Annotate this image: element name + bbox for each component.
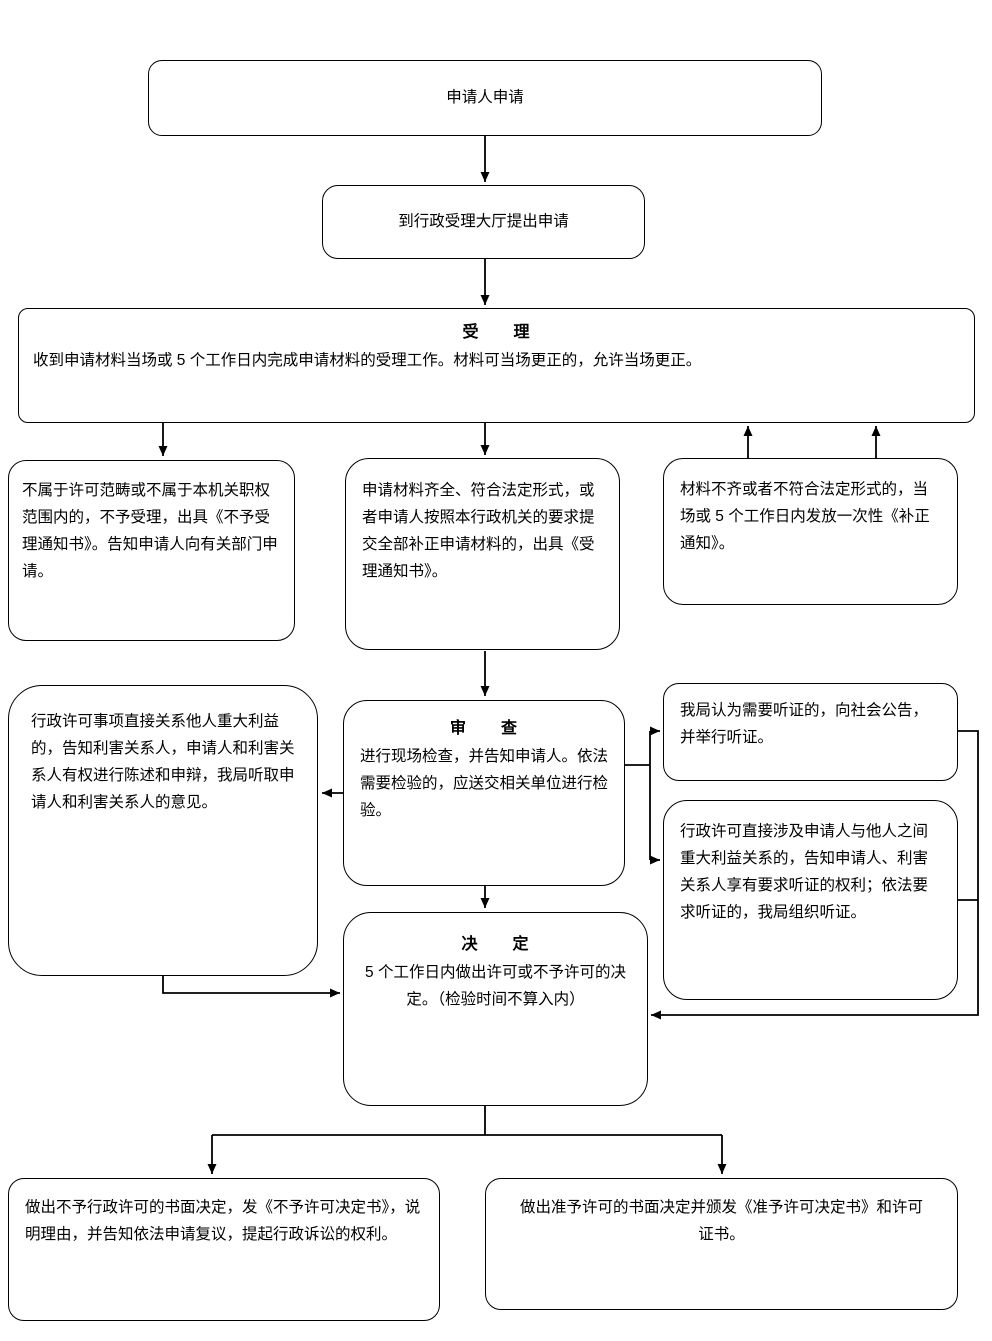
node-review-title: 审 查 (449, 720, 518, 737)
arrow-stakeholders-to-decision (162, 976, 340, 998)
node-grant-label: 做出准予许可的书面决定并颁发《准予许可决定书》和许可证书。 (519, 1199, 923, 1244)
node-review: 审 查 进行现场检查，并告知申请人。依法需要检验的，应送交相关单位进行检验。 (343, 700, 625, 886)
node-decision: 决 定 5 个工作日内做出许可或不予许可的决定。（检验时间不算入内） (343, 912, 648, 1106)
node-materials-complete: 申请材料齐全、符合法定形式，或者申请人按照本行政机关的要求提交全部补正申请材料的… (345, 458, 620, 650)
node-hearing-public-label: 我局认为需要听证的，向社会公告，并举行听证。 (680, 702, 929, 747)
node-applicant: 申请人申请 (148, 60, 822, 136)
node-grant: 做出准予许可的书面决定并颁发《准予许可决定书》和许可证书。 (485, 1178, 958, 1310)
node-hall: 到行政受理大厅提出申请 (322, 185, 645, 259)
node-acceptance: 受 理 收到申请材料当场或 5 个工作日内完成申请材料的受理工作。材料可当场更正… (18, 308, 975, 423)
node-hall-label: 到行政受理大厅提出申请 (398, 213, 569, 231)
node-not-accepted: 不属于许可范畴或不属于本机关职权范围内的，不予受理，出具《不予受理通知书》。告知… (8, 460, 295, 641)
node-acceptance-body: 收到申请材料当场或 5 个工作日内完成申请材料的受理工作。材料可当场更正的，允许… (33, 352, 702, 369)
node-stakeholders-label: 行政许可事项直接关系他人重大利益的，告知利害关系人，申请人和利害关系人有权进行陈… (31, 713, 295, 812)
node-hearing-public: 我局认为需要听证的，向社会公告，并举行听证。 (663, 683, 958, 781)
connector-decision-split (212, 1106, 722, 1136)
node-applicant-label: 申请人申请 (446, 89, 524, 107)
node-not-accepted-label: 不属于许可范畴或不属于本机关职权范围内的，不予受理，出具《不予受理通知书》。告知… (22, 482, 278, 581)
node-stakeholders: 行政许可事项直接关系他人重大利益的，告知利害关系人，申请人和利害关系人有权进行陈… (8, 685, 318, 976)
node-deny-label: 做出不予行政许可的书面决定，发《不予许可决定书》，说明理由，并告知依法申请复议，… (25, 1199, 421, 1244)
node-hearing-rights: 行政许可直接涉及申请人与他人之间重大利益关系的，告知申请人、利害关系人享有要求听… (663, 800, 958, 1000)
node-materials-incomplete-label: 材料不齐或者不符合法定形式的，当场或 5 个工作日内发放一次性《补正通知》。 (680, 481, 930, 553)
node-materials-incomplete: 材料不齐或者不符合法定形式的，当场或 5 个工作日内发放一次性《补正通知》。 (663, 458, 958, 605)
node-materials-complete-label: 申请材料齐全、符合法定形式，或者申请人按照本行政机关的要求提交全部补正申请材料的… (362, 482, 595, 581)
node-deny: 做出不予行政许可的书面决定，发《不予许可决定书》，说明理由，并告知依法申请复议，… (8, 1178, 440, 1321)
node-review-body: 进行现场检查，并告知申请人。依法需要检验的，应送交相关单位进行检验。 (360, 748, 609, 820)
node-acceptance-title: 受 理 (462, 324, 531, 341)
node-decision-body: 5 个工作日内做出许可或不予许可的决定。（检验时间不算入内） (365, 964, 626, 1009)
arrow-hearings-to-decision (651, 730, 979, 1020)
node-decision-title: 决 定 (461, 936, 530, 953)
node-hearing-rights-label: 行政许可直接涉及申请人与他人之间重大利益关系的，告知申请人、利害关系人享有要求听… (680, 823, 929, 922)
